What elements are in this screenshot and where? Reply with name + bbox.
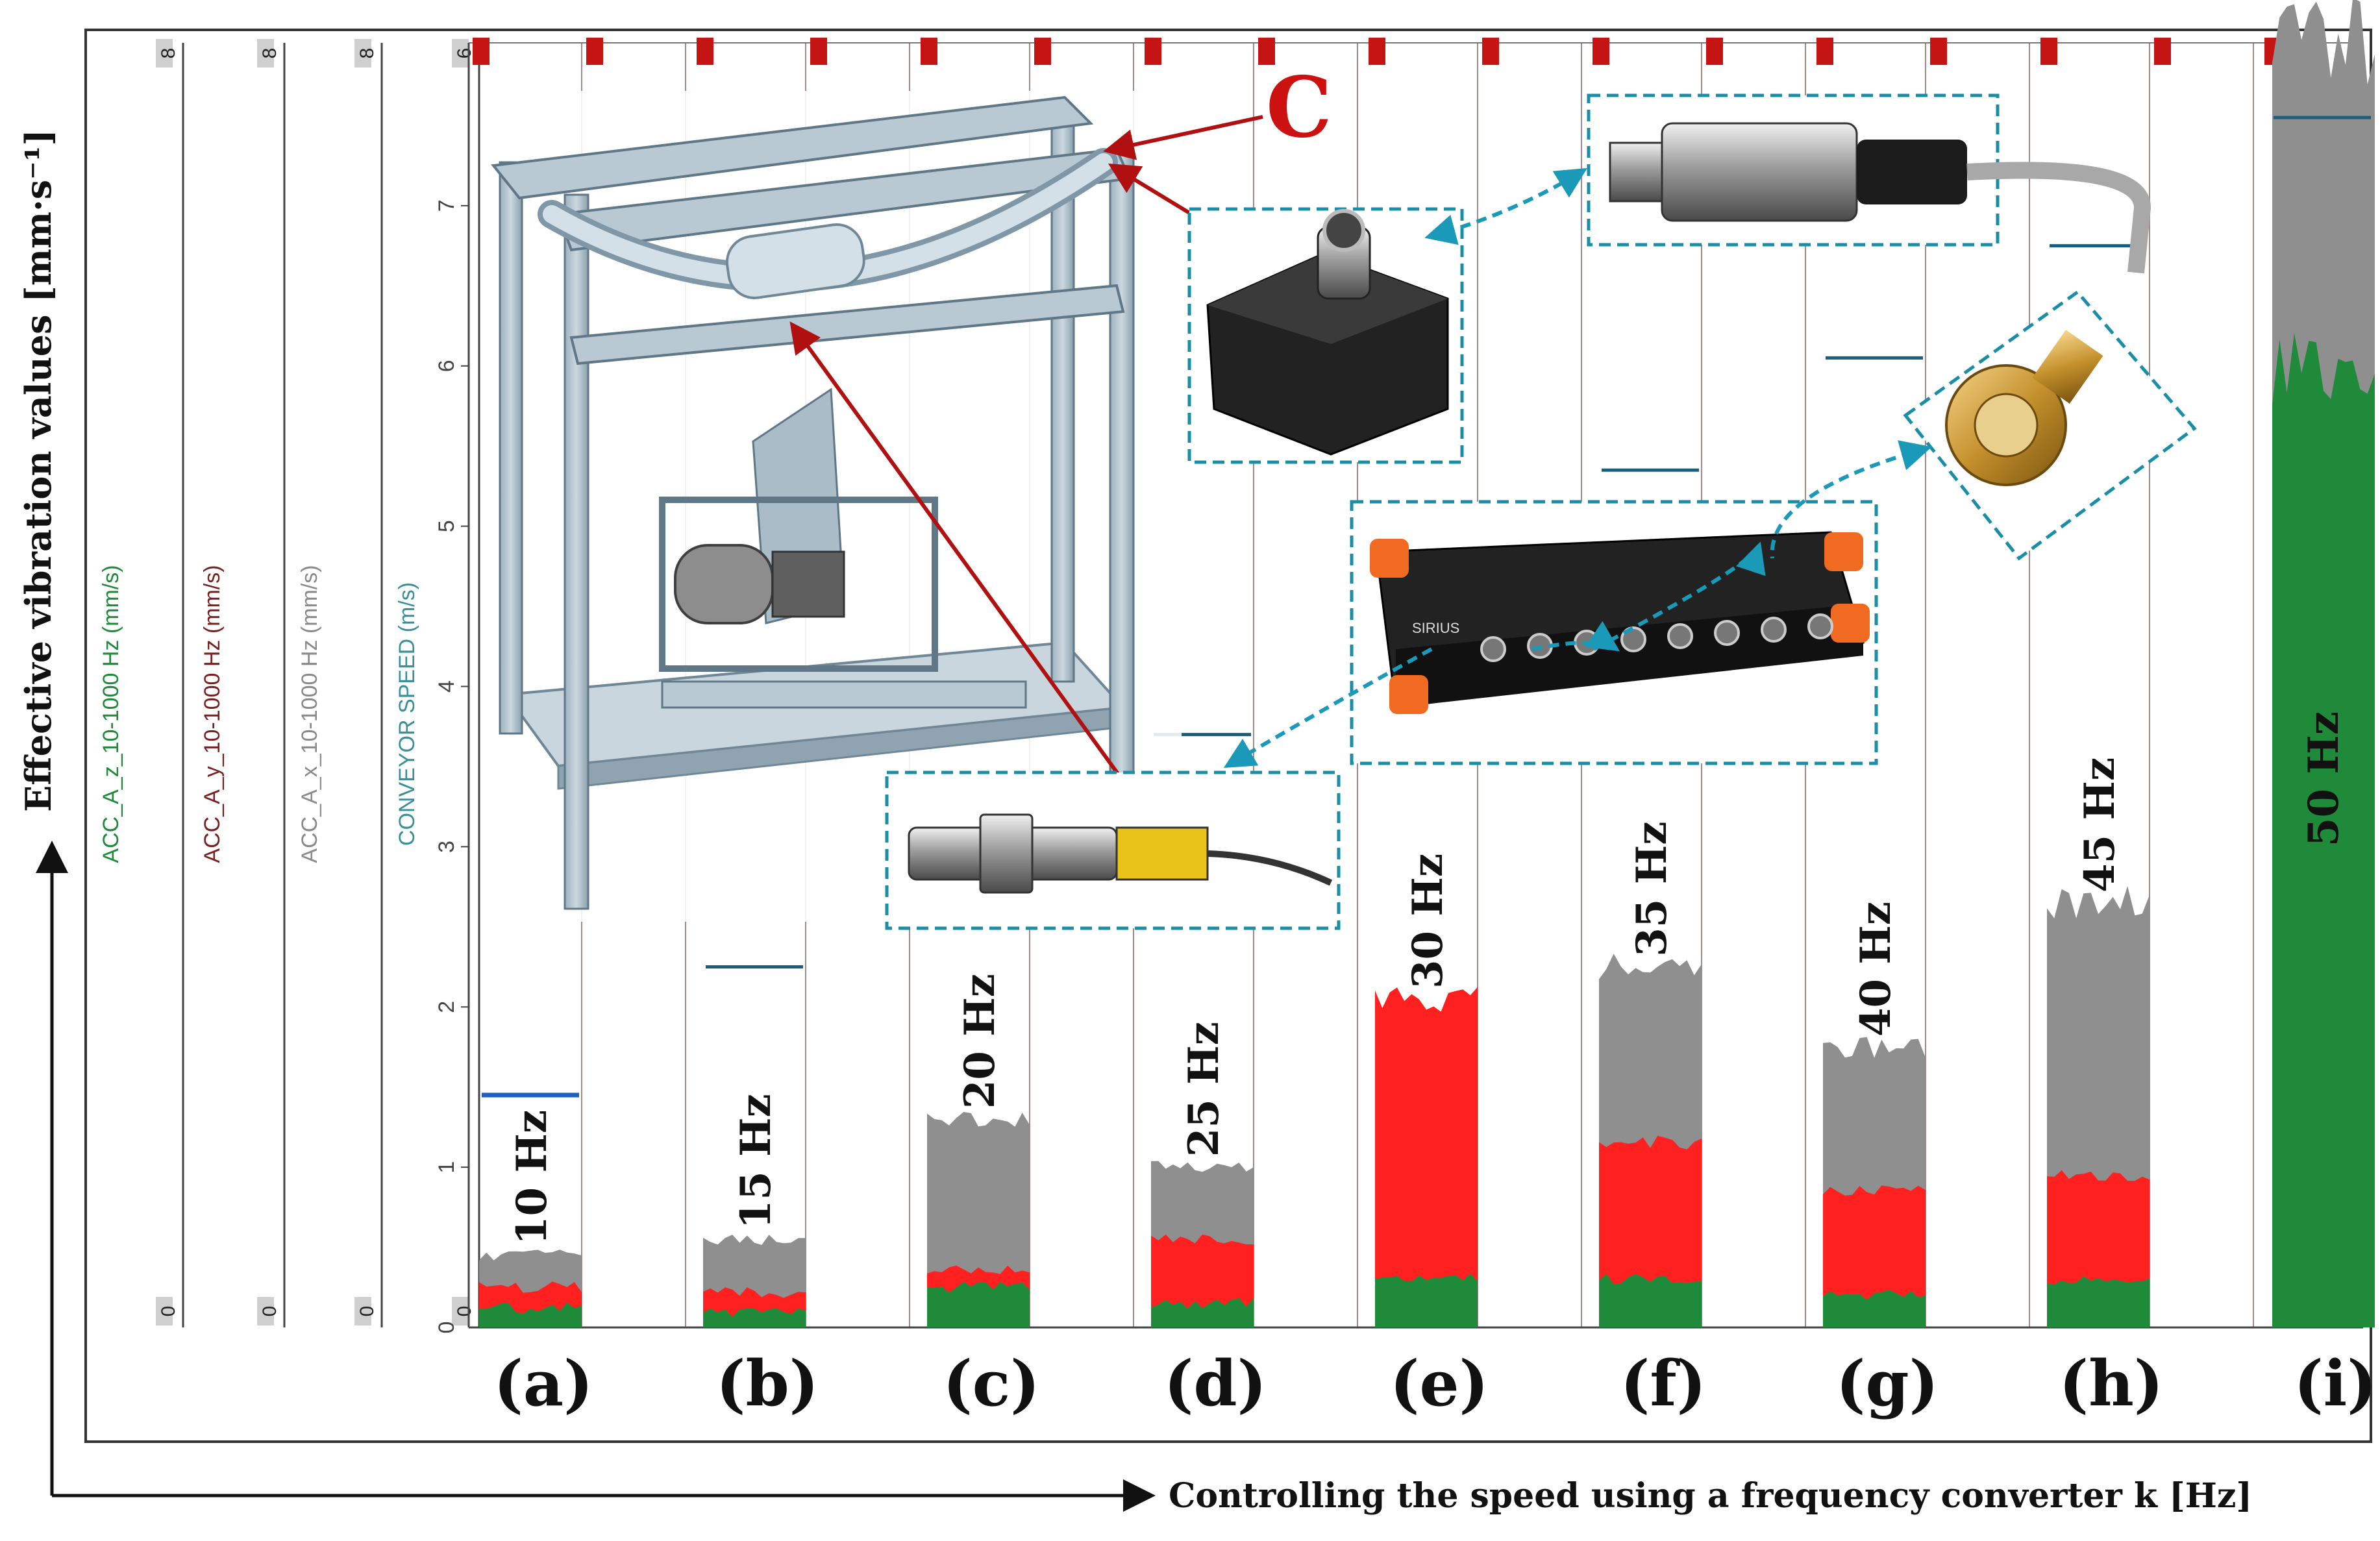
panel-label: (d) xyxy=(1164,1347,1267,1420)
channel-min-label: 0 xyxy=(356,1306,378,1317)
y-tick-label: 4 xyxy=(434,680,459,693)
channel-label: ACC_A_x_10-1000 Hz (mm/s) xyxy=(297,565,322,863)
frequency-label: 40 Hz xyxy=(1852,902,1900,1037)
y-tick-label: 5 xyxy=(434,520,459,532)
bnc-connector xyxy=(1667,623,1693,649)
event-marker xyxy=(1369,38,1385,65)
panel-label: (f) xyxy=(1620,1347,1706,1420)
event-marker xyxy=(1593,38,1609,65)
panel-label: (b) xyxy=(716,1347,819,1420)
acc-z-bar xyxy=(1375,1274,1478,1327)
bnc-connector xyxy=(1807,613,1833,639)
event-marker xyxy=(921,38,937,65)
bnc-connector xyxy=(1480,636,1506,662)
frequency-labels: 10 Hz 15 Hz 20 Hz 25 Hz 30 Hz 35 Hz 40 Hz 45 Hz… xyxy=(508,711,2348,1245)
acc-z-bar xyxy=(2272,333,2375,1327)
channel-min-label: 0 xyxy=(454,1306,475,1317)
channel-min-label: 0 xyxy=(158,1306,179,1317)
y-tick-label: 6 xyxy=(434,360,459,372)
frequency-label: 45 Hz xyxy=(2076,758,2124,893)
channel-label: ACC_A_z_10-1000 Hz (mm/s) xyxy=(99,565,123,863)
acc-y-bar xyxy=(1599,1135,1702,1327)
bnc-connector xyxy=(1761,617,1787,643)
channel-max-box xyxy=(452,39,469,68)
y-axis-title: Effective vibration values [mm·s⁻¹] xyxy=(18,129,59,812)
acc-z-bar xyxy=(1823,1289,1926,1327)
event-marker xyxy=(473,38,490,65)
connector-inset xyxy=(1587,93,2151,274)
x-axis-title: Controlling the speed using a frequency … xyxy=(1169,1476,2252,1516)
channel-max-label: 6 xyxy=(454,48,475,59)
channel-min-box xyxy=(354,1297,371,1325)
panel-label: (h) xyxy=(2059,1347,2164,1420)
bnc-connector xyxy=(1714,620,1740,646)
channel-axes: ACC_A_z_10-1000 Hz (mm/s) 8 0 ACC_A_y_10-10… xyxy=(99,39,480,1327)
y-tick-label: 0 xyxy=(434,1322,459,1334)
frequency-label: 50 Hz xyxy=(2299,711,2348,846)
event-marker xyxy=(1706,38,1723,65)
acc-z-bar xyxy=(479,1302,582,1327)
channel-min-box xyxy=(156,1297,173,1325)
channel-label: CONVEYOR SPEED (m/s) xyxy=(395,582,419,846)
panel-label: (i) xyxy=(2294,1347,2376,1420)
y-tick-label: 3 xyxy=(434,841,459,853)
event-marker xyxy=(1258,38,1275,65)
acquisition-device-inset: SIRIUS xyxy=(1350,500,1878,765)
callout-letter: C xyxy=(1266,59,1332,156)
event-marker xyxy=(1930,38,1947,65)
frequency-label: 35 Hz xyxy=(1628,821,1676,956)
device-label: SIRIUS xyxy=(1412,620,1459,636)
top-event-markers xyxy=(473,38,2281,65)
channel-min-box xyxy=(257,1297,274,1325)
acc-z-bar xyxy=(2047,1276,2150,1327)
accelerometer-inset xyxy=(1187,207,1464,464)
event-marker xyxy=(1145,38,1161,65)
channel-max-label: 8 xyxy=(158,48,179,59)
frequency-label: 30 Hz xyxy=(1404,854,1452,989)
panel-labels: (a) (b) (c) (d) (e) (f) (g) (h) (i) xyxy=(493,1347,2376,1420)
event-marker xyxy=(586,38,603,65)
panel-label: (a) xyxy=(493,1347,593,1420)
y-tick-label: 2 xyxy=(434,1001,459,1013)
event-marker xyxy=(810,38,827,65)
acc-z-bar xyxy=(1151,1298,1254,1327)
channel-max-box xyxy=(156,39,173,68)
channel-label: ACC_A_y_10-1000 Hz (mm/s) xyxy=(200,565,225,863)
y-tick-label: 1 xyxy=(434,1161,459,1174)
signal-connection-arrows xyxy=(1223,167,1932,769)
vibration-bars xyxy=(479,0,2375,1327)
event-marker xyxy=(1482,38,1499,65)
channel-max-label: 8 xyxy=(356,48,378,59)
speed-sensor-inset xyxy=(885,771,1341,930)
acc-y-bar xyxy=(1823,1185,1926,1327)
acc-z-bar xyxy=(1599,1274,1702,1327)
frequency-label: 20 Hz xyxy=(956,974,1004,1109)
event-marker xyxy=(1034,38,1051,65)
y-tick-label: 7 xyxy=(434,199,459,212)
event-marker xyxy=(2154,38,2171,65)
acc-y-bar xyxy=(1375,987,1478,1327)
event-marker xyxy=(2040,38,2057,65)
acc-z-bar xyxy=(927,1281,1030,1327)
channel-max-box xyxy=(354,39,371,68)
panel-label: (g) xyxy=(1836,1347,1939,1420)
brass-connector-inset xyxy=(1903,290,2197,561)
panel-label: (c) xyxy=(943,1347,1039,1420)
event-marker xyxy=(1816,38,1833,65)
frequency-label: 25 Hz xyxy=(1180,1022,1228,1157)
channel-min-box xyxy=(452,1297,469,1325)
panel-label: (e) xyxy=(1390,1347,1489,1420)
y-axis: 0 1 2 3 4 5 6 7 xyxy=(434,43,470,1334)
event-marker xyxy=(697,38,713,65)
channel-max-box xyxy=(257,39,274,68)
channel-min-label: 0 xyxy=(259,1306,280,1317)
frequency-label: 10 Hz xyxy=(508,1110,556,1245)
channel-max-label: 8 xyxy=(259,48,280,59)
bnc-connector xyxy=(1620,626,1646,652)
acc-z-bar xyxy=(703,1308,806,1327)
frequency-label: 15 Hz xyxy=(732,1094,780,1229)
